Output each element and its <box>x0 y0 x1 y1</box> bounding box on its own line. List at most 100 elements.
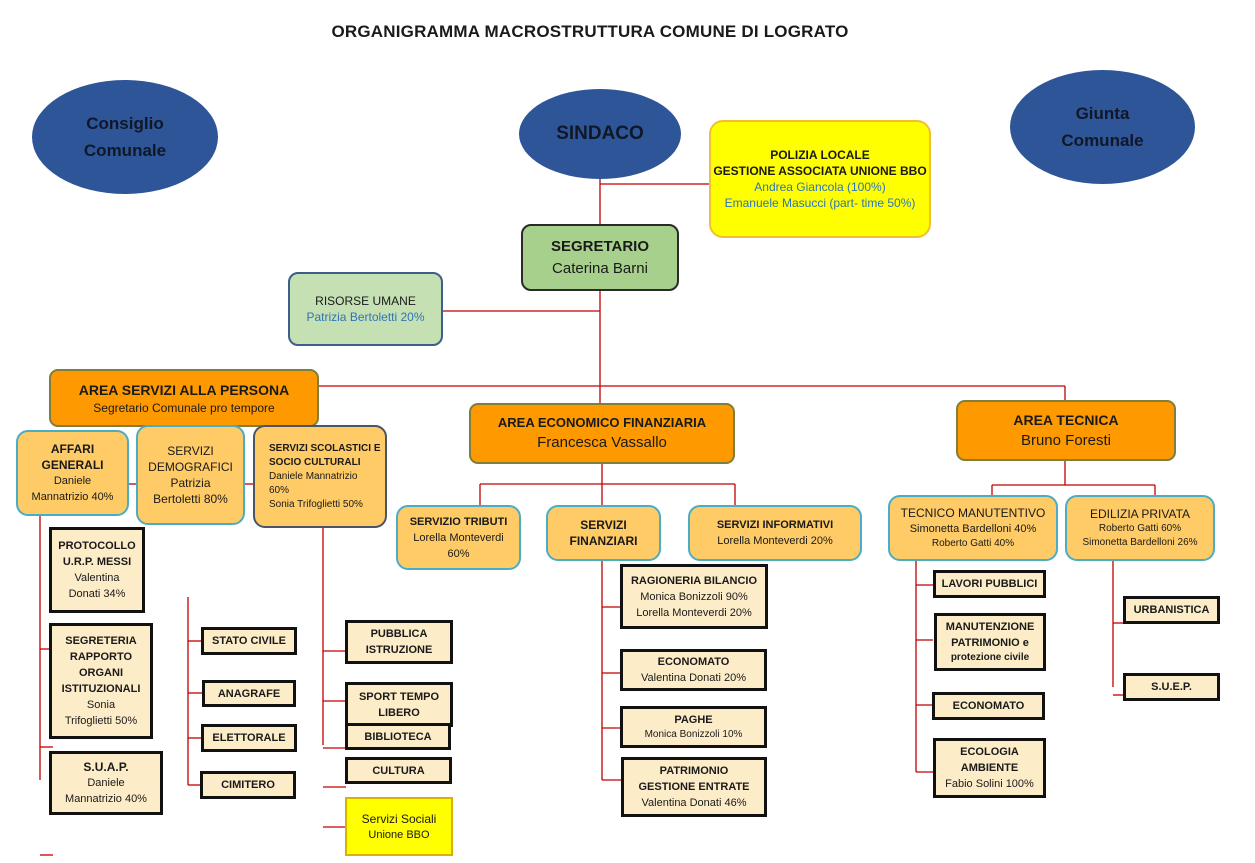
pubblica-istruzione-box[interactable]: PUBBLICA ISTRUZIONE <box>345 620 453 664</box>
box-title: CULTURA <box>372 764 425 777</box>
staff-line: Sonia <box>86 699 116 711</box>
area-tecnica-box[interactable]: AREA TECNICA Bruno Foresti <box>956 400 1176 461</box>
manutenzione-patrimonio-box[interactable]: MANUTENZIONE PATRIMONIO e protezione civ… <box>934 613 1046 671</box>
patrimonio-gestione-entrate-box[interactable]: PATRIMONIO GESTIONE ENTRATE Valentina Do… <box>621 757 767 817</box>
staff-line: Patrizia Bertoletti 20% <box>306 310 425 324</box>
ecologia-ambiente-box[interactable]: ECOLOGIA AMBIENTE Fabio Solini 100% <box>933 738 1046 798</box>
staff-line: Donati 34% <box>68 588 126 600</box>
polizia-locale-box[interactable]: POLIZIA LOCALE GESTIONE ASSOCIATA UNIONE… <box>709 120 931 238</box>
box-title: SEGRETERIA <box>65 635 137 647</box>
stato-civile-box[interactable]: STATO CIVILE <box>201 627 297 655</box>
box-title: GENERALI <box>41 458 104 472</box>
urbanistica-box[interactable]: URBANISTICA <box>1123 596 1220 624</box>
area-head: Bruno Foresti <box>1020 431 1112 449</box>
staff-line: Lorella Monteverdi 20% <box>636 606 752 619</box>
servizi-scolastici-box[interactable]: SERVIZI SCOLASTICI E SOCIO CULTURALI Dan… <box>253 425 387 528</box>
box-title: SERVIZI INFORMATIVI <box>716 519 834 531</box>
cultura-box[interactable]: CULTURA <box>345 757 452 784</box>
box-title: PAGHE <box>674 714 713 726</box>
box-title: PUBBLICA <box>370 628 428 640</box>
box-note: protezione civile <box>950 652 1030 663</box>
box-title: ECONOMATO <box>952 700 1025 712</box>
servizi-finanziari-box[interactable]: SERVIZI FINANZIARI <box>546 505 661 561</box>
node-label: Comunale <box>83 141 167 160</box>
staff-line: Monica Bonizzoli 90% <box>640 590 748 603</box>
staff-line: Andrea Giancola (100%) <box>754 180 886 194</box>
box-title: ORGANI <box>79 667 123 679</box>
node-label: SINDACO <box>556 122 644 144</box>
box-title: GESTIONE ENTRATE <box>638 781 750 793</box>
biblioteca-box[interactable]: BIBLIOTECA <box>345 723 451 750</box>
area-servizi-persona-box[interactable]: AREA SERVIZI ALLA PERSONA Segretario Com… <box>49 369 319 427</box>
area-economico-finanziaria-box[interactable]: AREA ECONOMICO FINANZIARIA Francesca Vas… <box>469 403 735 464</box>
area-title: AREA SERVIZI ALLA PERSONA <box>78 382 290 398</box>
box-title: CIMITERO <box>221 779 275 791</box>
box-title: TECNICO MANUTENTIVO <box>900 506 1046 520</box>
suap-box[interactable]: S.U.A.P. Daniele Mannatrizio 40% <box>49 751 163 815</box>
staff-line: Valentina Donati 20% <box>641 672 746 684</box>
segreteria-organi-box[interactable]: SEGRETERIA RAPPORTO ORGANI ISTITUZIONALI… <box>49 623 153 739</box>
staff-line: Valentina Donati 46% <box>641 797 747 809</box>
box-title: SERVIZI SCOLASTICI E <box>269 442 381 454</box>
box-title: EDILIZIA PRIVATA <box>1089 507 1191 521</box>
box-title: SPORT TEMPO <box>358 690 440 703</box>
box-title: S.U.E.P. <box>1151 681 1192 693</box>
staff-line: Mannatrizio 40% <box>65 793 147 805</box>
servizi-sociali-box[interactable]: Servizi Sociali Unione BBO <box>345 797 453 856</box>
suep-box[interactable]: S.U.E.P. <box>1123 673 1220 701</box>
servizi-informativi-box[interactable]: SERVIZI INFORMATIVI Lorella Monteverdi 2… <box>688 505 862 561</box>
box-title: PROTOCOLLO <box>58 540 136 552</box>
staff-line: Daniele <box>87 777 125 789</box>
box-title: SOCIO CULTURALI <box>269 456 361 468</box>
box-title: POLIZIA LOCALE <box>770 148 870 162</box>
staff-line: 60% <box>447 547 470 560</box>
box-title: LAVORI PUBBLICI <box>941 578 1038 590</box>
staff-line: Emanuele Masucci (part- time 50%) <box>724 196 916 210</box>
elettorale-box[interactable]: ELETTORALE <box>201 724 297 752</box>
cimitero-box[interactable]: CIMITERO <box>200 771 296 799</box>
sindaco-node[interactable]: SINDACO <box>519 89 681 179</box>
node-label: Comunale <box>1061 131 1144 150</box>
anagrafe-box[interactable]: ANAGRAFE <box>202 680 296 707</box>
box-title: SERVIZI <box>167 444 214 458</box>
box-title: MANUTENZIONE <box>945 621 1035 633</box>
paghe-box[interactable]: PAGHE Monica Bonizzoli 10% <box>620 706 767 748</box>
edilizia-privata-box[interactable]: EDILIZIA PRIVATA Roberto Gatti 60% Simon… <box>1065 495 1215 561</box>
staff-line: Bertoletti 80% <box>153 492 228 506</box>
area-head: Segretario Comunale pro tempore <box>93 401 275 415</box>
page-title: ORGANIGRAMMA MACROSTRUTTURA COMUNE DI LO… <box>331 22 849 41</box>
segretario-box[interactable]: SEGRETARIO Caterina Barni <box>521 224 679 291</box>
protocollo-box[interactable]: PROTOCOLLO U.R.P. MESSI Valentina Donati… <box>49 527 145 613</box>
staff-line: Daniele Mannatrizio <box>269 470 358 482</box>
box-subtitle: GESTIONE ASSOCIATA UNIONE BBO <box>713 164 927 178</box>
box-title: ISTITUZIONALI <box>61 683 141 695</box>
affari-generali-box[interactable]: AFFARI GENERALI Daniele Mannatrizio 40% <box>16 430 129 516</box>
box-title: STATO CIVILE <box>212 635 286 647</box>
box-title: ISTRUZIONE <box>365 644 433 656</box>
box-title: FINANZIARI <box>569 534 638 548</box>
servizi-demografici-box[interactable]: SERVIZI DEMOGRAFICI Patrizia Bertoletti … <box>136 425 245 525</box>
staff-line: Lorella Monteverdi 20% <box>717 535 833 547</box>
sport-tempo-libero-box[interactable]: SPORT TEMPO LIBERO <box>345 682 453 727</box>
economato-finanziario-box[interactable]: ECONOMATO Valentina Donati 20% <box>620 649 767 691</box>
risorse-umane-box[interactable]: RISORSE UMANE Patrizia Bertoletti 20% <box>288 272 443 346</box>
box-title: PATRIMONIO <box>659 765 729 777</box>
box-title: SERVIZIO TRIBUTI <box>409 515 508 528</box>
box-title: S.U.A.P. <box>83 760 129 774</box>
box-title: SEGRETARIO <box>550 237 650 255</box>
staff-line: 60% <box>269 484 290 496</box>
servizio-tributi-box[interactable]: SERVIZIO TRIBUTI Lorella Monteverdi 60% <box>396 505 521 570</box>
box-title: ELETTORALE <box>212 732 286 744</box>
staff-line: Mannatrizio 40% <box>31 491 114 503</box>
box-subtitle: Unione BBO <box>368 828 430 841</box>
tecnico-manutentivo-box[interactable]: TECNICO MANUTENTIVO Simonetta Bardelloni… <box>888 495 1058 561</box>
lavori-pubblici-box[interactable]: LAVORI PUBBLICI <box>933 570 1046 598</box>
ragioneria-bilancio-box[interactable]: RAGIONERIA BILANCIO Monica Bonizzoli 90%… <box>620 564 768 629</box>
area-head: Francesca Vassallo <box>537 433 667 451</box>
box-title: ECONOMATO <box>657 656 730 668</box>
box-title: DEMOGRAFICI <box>148 460 233 474</box>
economato-tecnico-box[interactable]: ECONOMATO <box>932 692 1045 720</box>
